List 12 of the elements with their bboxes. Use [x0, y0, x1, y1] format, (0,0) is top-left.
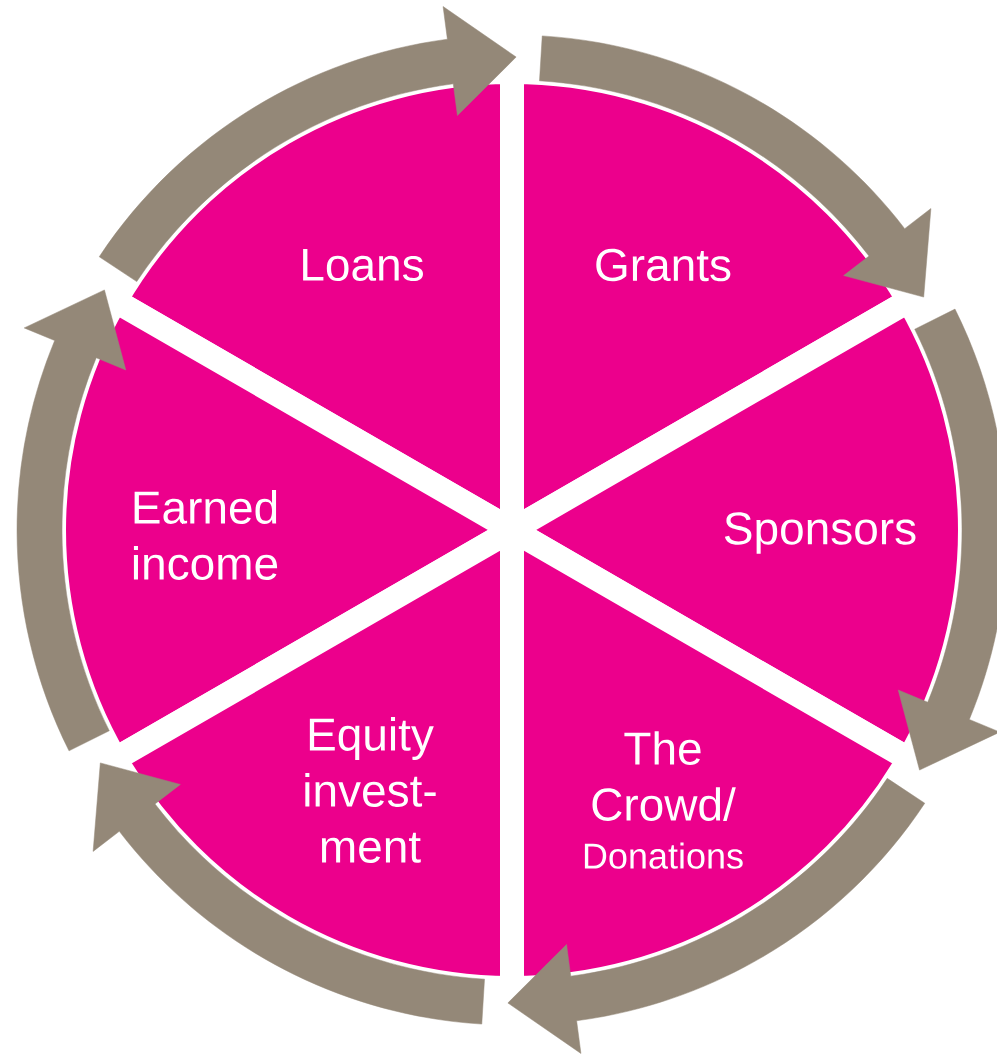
curved-arrow — [507, 778, 926, 1054]
curved-arrow — [17, 289, 127, 752]
node-label: The Crowd/ — [592, 731, 736, 821]
node-label: Donations — [584, 842, 743, 869]
node-label: Grants — [596, 248, 731, 282]
curved-arrow — [99, 6, 517, 282]
curved-arrow — [539, 35, 932, 298]
node-label: Sponsors — [724, 512, 916, 554]
node-label: Earned income — [133, 490, 278, 580]
curved-arrow — [92, 762, 485, 1025]
node-label: Equity invest- ment — [305, 717, 436, 863]
curved-arrow — [897, 308, 997, 771]
